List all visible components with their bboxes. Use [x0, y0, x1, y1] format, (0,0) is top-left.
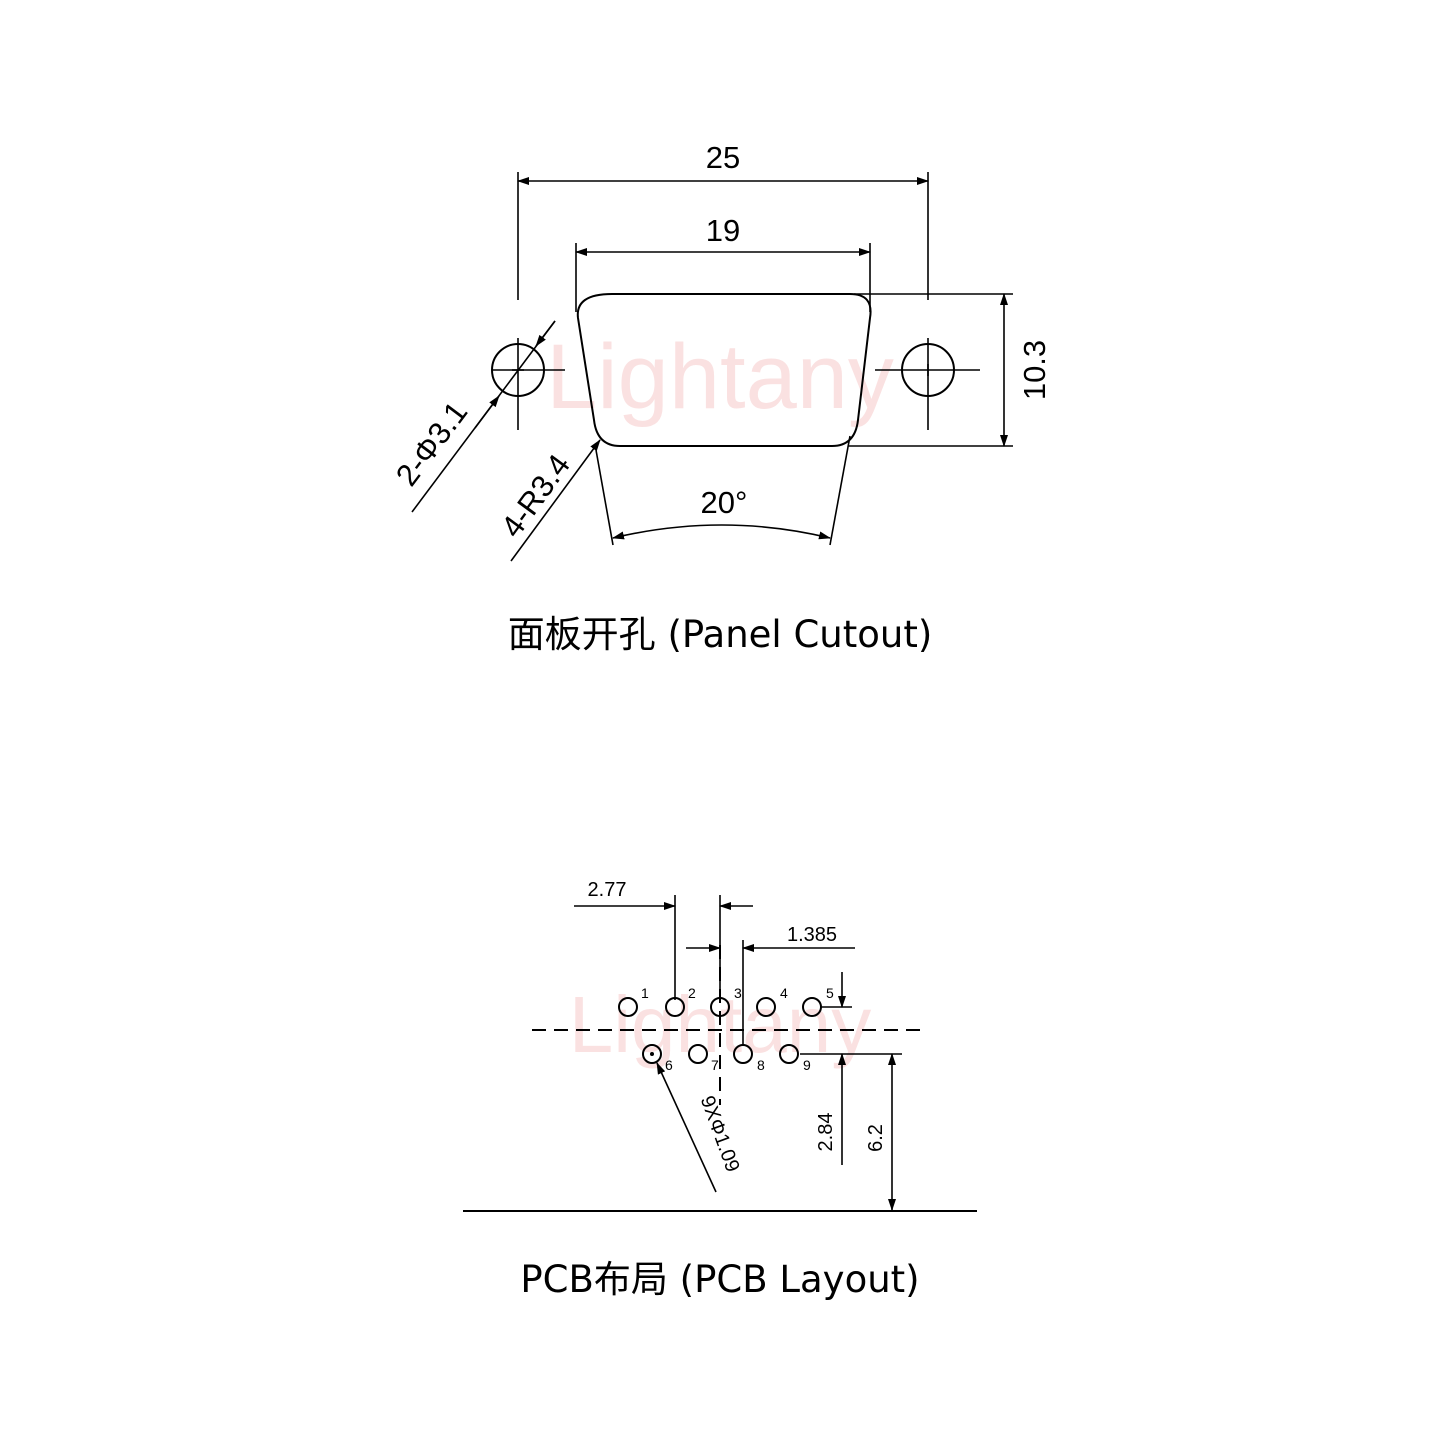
pin-label-8: 8 — [757, 1057, 765, 1073]
pin-hole-4 — [756, 997, 776, 1017]
panel-cutout-caption: 面板开孔 (Panel Cutout) — [508, 613, 933, 656]
pin-label-9: 9 — [803, 1057, 811, 1073]
pin-label-1: 1 — [641, 985, 649, 1001]
dimension-cutout-width: 19 — [575, 213, 871, 312]
dim-25-label: 25 — [706, 140, 740, 175]
dimension-height: 10.3 — [848, 293, 1052, 447]
pcb-layout-view: Lightany 1 2 3 4 5 6 7 8 9 — [463, 879, 977, 1301]
pin-label-3: 3 — [734, 985, 742, 1001]
dimension-overall-width: 25 — [517, 140, 929, 300]
dimension-board-offset: 6.2 — [865, 1053, 896, 1211]
pin-label-2: 2 — [688, 985, 696, 1001]
dimension-half-pitch: 1.385 — [686, 924, 855, 1046]
pcb-layout-caption: PCB布局 (PCB Layout) — [520, 1258, 919, 1301]
pin-label-6: 6 — [665, 1057, 673, 1073]
dimension-corner-radius: 4-R3.4 — [494, 439, 601, 562]
panel-cutout-view: Lightany 25 19 — [389, 140, 1052, 656]
dim-10-3-label: 10.3 — [1017, 340, 1052, 400]
dim-mount-holes-label: 2-Φ3.1 — [389, 395, 474, 492]
dim-angle-label: 20° — [701, 485, 748, 520]
left-mounting-hole — [491, 338, 565, 430]
dim-1-385-label: 1.385 — [787, 924, 837, 946]
pin-hole-1 — [618, 997, 638, 1017]
pin-label-4: 4 — [780, 985, 788, 1001]
pin-label-5: 5 — [826, 985, 834, 1001]
dim-6-2-label: 6.2 — [865, 1124, 887, 1152]
dimension-hole-size: 9XΦ1.09 — [656, 1062, 744, 1193]
dim-corner-radius-label: 4-R3.4 — [494, 448, 577, 544]
pin-label-7: 7 — [711, 1057, 719, 1073]
dim-19-label: 19 — [706, 213, 740, 248]
dim-2-77-label: 2.77 — [588, 879, 627, 901]
dimension-row-spacing: 2.84 — [800, 972, 902, 1165]
panel-watermark: Lightany — [546, 326, 894, 428]
pin-hole-6 — [642, 1044, 662, 1064]
pin-hole-7 — [688, 1044, 708, 1064]
dim-2-84-label: 2.84 — [815, 1113, 837, 1152]
pin-row-bottom: 6 7 8 9 — [642, 1044, 811, 1073]
pin-hole-9 — [779, 1044, 799, 1064]
dimension-angle: 20° — [595, 435, 851, 546]
